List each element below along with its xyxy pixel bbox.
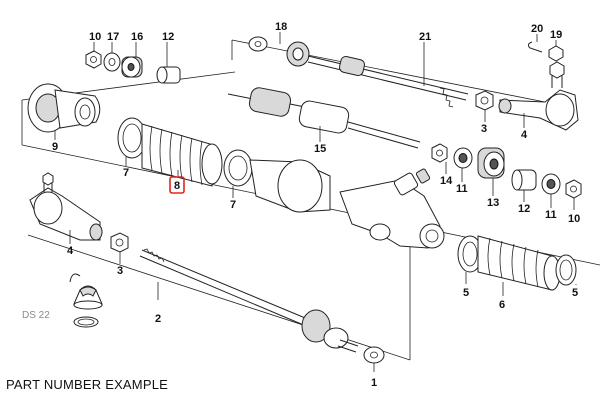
label-part-19: 19 (550, 29, 562, 41)
part-10-nut-right[interactable] (565, 179, 582, 199)
label-part-9: 9 (52, 141, 58, 153)
label-part-2: 2 (155, 313, 161, 325)
label-part-20: 20 (531, 23, 543, 35)
label-part-10-right: 10 (568, 213, 580, 225)
diagram-tag: DS 22 (22, 310, 50, 321)
part-18-lock-washer[interactable] (248, 36, 268, 52)
part-11-washer-mid[interactable] (453, 147, 473, 169)
label-part-3-right: 3 (481, 123, 487, 135)
part-3-lock-nut-right[interactable] (475, 90, 494, 111)
part-7-clamp-mid[interactable] (223, 149, 253, 187)
caption: PART NUMBER EXAMPLE (6, 377, 169, 392)
part-14-nut-mid[interactable] (431, 143, 448, 163)
part-4-tie-rod-end-right[interactable] (498, 61, 579, 131)
label-part-10: 10 (89, 31, 101, 43)
label-part-13: 13 (487, 197, 499, 209)
steering-gear-housing (249, 159, 445, 249)
label-part-15: 15 (314, 143, 326, 155)
part-6-rubber-boot-right[interactable] (477, 235, 561, 291)
part-12-sleeve-top[interactable] (156, 66, 181, 84)
label-part-5-right: 5 (572, 287, 578, 299)
part-15-pinion-sleeve-assembly[interactable] (227, 86, 421, 149)
part-9-mounting-bracket[interactable] (27, 83, 101, 133)
label-part-17: 17 (107, 31, 119, 43)
label-part-14: 14 (440, 175, 453, 187)
part-1-lock-plate[interactable] (363, 346, 385, 364)
label-part-12-right: 12 (518, 203, 530, 215)
label-part-16: 16 (131, 31, 143, 43)
label-part-8: 8 (174, 180, 180, 192)
label-part-3-left: 3 (117, 265, 123, 277)
label-part-1: 1 (371, 377, 377, 389)
label-part-12: 12 (162, 31, 174, 43)
part-2-inner-tie-rod-left[interactable] (139, 248, 359, 353)
part-11-washer-right[interactable] (541, 173, 561, 195)
part-21-inner-tie-rod-right[interactable] (286, 41, 469, 108)
label-part-11-right: 11 (545, 209, 557, 221)
part-number-labels: 10 17 16 12 18 21 20 19 9 3 4 7 8 7 15 1… (52, 21, 580, 389)
label-part-6: 6 (499, 299, 505, 311)
part-4-tie-rod-end-left[interactable] (29, 172, 103, 241)
part-17-washer[interactable] (103, 52, 121, 72)
label-part-4-left: 4 (67, 245, 74, 257)
selected-part-highlight (169, 176, 185, 194)
part-19-castle-nut[interactable] (548, 45, 564, 62)
label-part-18: 18 (275, 21, 287, 33)
part-8-rubber-boot[interactable] (141, 123, 223, 187)
part-5-clamp-right-outer[interactable] (555, 254, 577, 286)
label-part-7-mid: 7 (230, 199, 236, 211)
label-part-5-left: 5 (463, 287, 469, 299)
part-16-bushing[interactable] (121, 56, 143, 78)
part-10-nut-top[interactable] (85, 50, 102, 69)
part-20-cotter-pin[interactable] (527, 41, 543, 53)
label-part-11-mid: 11 (456, 183, 468, 195)
part-3-lock-nut-left[interactable] (110, 232, 129, 253)
part-12-sleeve-right[interactable] (511, 169, 537, 191)
ds-detail-boot-cap[interactable] (69, 273, 103, 328)
part-13-rubber-mount[interactable] (477, 147, 505, 179)
label-part-7-left: 7 (123, 167, 129, 179)
label-part-21: 21 (419, 31, 431, 43)
label-part-4-right: 4 (521, 129, 528, 141)
